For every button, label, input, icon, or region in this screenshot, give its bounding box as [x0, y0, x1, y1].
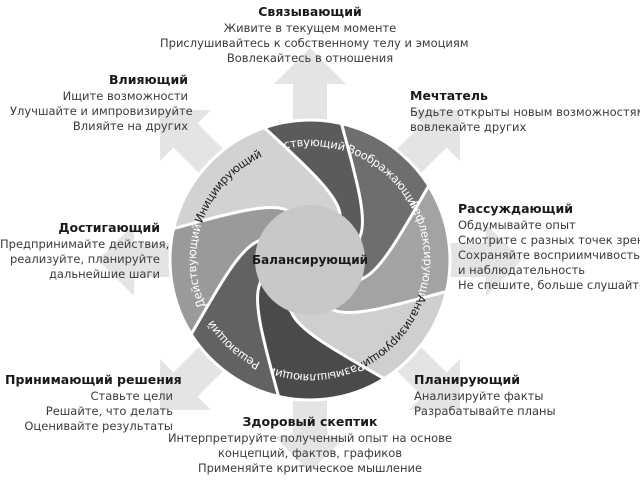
block-title: Связывающий [258, 4, 362, 19]
block-line: Смотрите с разных точек зрения [458, 233, 640, 247]
block-title: Рассуждающий [458, 201, 574, 216]
arrow-right [405, 224, 522, 296]
block-influencing: Влияющий Ищите возможности Улучшайте и и… [10, 72, 193, 134]
segments-layer: ЧувствующийВоображающийРефлексирующийАна… [168, 118, 452, 402]
block-line: концепций, фактов, графиков [217, 446, 403, 460]
block-line: реализуйте, планируйте [10, 252, 160, 266]
block-achieving: Достигающий Предпринимайте действия, реа… [0, 220, 170, 282]
block-line: вовлекайте других [410, 120, 527, 134]
arrows-layer [98, 48, 522, 472]
block-planning: Планирующий Анализируйте факты Разрабаты… [414, 372, 614, 419]
block-line: Не спешите, больше слушайте [458, 278, 640, 292]
block-line: Живите в текущем моменте [223, 21, 397, 35]
block-line: Вовлекайтесь в отношения [226, 51, 394, 65]
block-line: Оценивайте результаты [24, 419, 173, 433]
arrow-top [274, 48, 346, 165]
block-title: Принимающий решения [5, 372, 182, 387]
block-title: Достигающий [58, 220, 160, 235]
block-line: Применяйте критическое мышление [197, 461, 423, 475]
block-title: Здоровый скептик [242, 414, 378, 429]
block-decision-maker: Принимающий решения Ставьте цели Решайте… [5, 372, 182, 434]
block-line: Прислушивайтесь к собственному телу и эм… [160, 36, 469, 50]
block-line: Решайте, что делать [45, 404, 173, 418]
block-line: Ставьте цели [90, 389, 174, 403]
block-line: Интерпретируйте полученный опыт на основ… [167, 431, 453, 445]
block-line: Будьте открыты новым возможностям, [410, 105, 640, 119]
block-healthy-skeptic: Здоровый скептик Интерпретируйте получен… [160, 414, 460, 476]
center-hub [255, 205, 365, 315]
block-line: Предпринимайте действия, [0, 237, 170, 251]
block-line: дальнейшие шаги [48, 267, 160, 281]
block-line: Анализируйте факты [414, 389, 544, 403]
block-title: Мечтатель [410, 88, 488, 103]
arrow-bottom [274, 355, 346, 472]
arrow-left [98, 224, 215, 296]
block-reasoning: Рассуждающий Обдумывайте опыт Смотрите с… [458, 201, 640, 293]
block-connecting: Связывающий Живите в текущем моменте При… [160, 4, 469, 66]
block-line: Сохраняйте восприимчивость [458, 248, 640, 262]
block-line: Разрабатывайте планы [414, 404, 556, 418]
block-dreamer: Мечтатель Будьте открыты новым возможнос… [410, 88, 640, 135]
block-title: Влияющий [109, 72, 188, 87]
segment-initsiiruyushchiy [171, 125, 342, 231]
block-line: Улучшайте и импровизируйте [10, 104, 193, 118]
block-line: Обдумывайте опыт [458, 218, 576, 232]
center-label: Балансирующий [252, 253, 368, 267]
block-title: Планирующий [414, 372, 521, 387]
block-line: Влияйте на других [72, 119, 188, 133]
block-line: Ищите возможности [62, 89, 188, 103]
block-line: и наблюдательность [458, 263, 586, 277]
